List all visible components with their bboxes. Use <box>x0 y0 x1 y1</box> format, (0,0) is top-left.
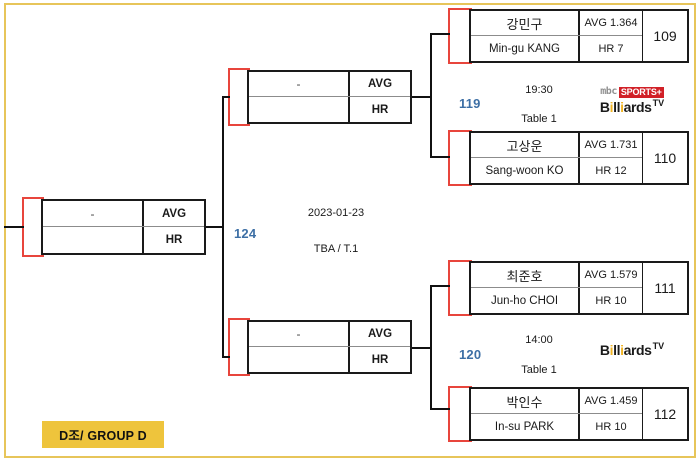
connector-final-out <box>206 226 224 228</box>
group-label-badge: D조/ GROUP D <box>42 421 164 448</box>
player-card-111: 최준호 AVG 1.579 Jun-ho CHOI HR 10 <box>469 261 644 315</box>
seed-box-111: 111 <box>643 261 689 315</box>
sf-119-winner-name-en <box>249 97 350 122</box>
sf-120-winner-name-en <box>249 347 350 372</box>
sf-120-time: 14:00 <box>525 334 553 346</box>
connector-final-spine-top <box>222 96 230 98</box>
player-110-hr: HR 12 <box>595 164 627 177</box>
player-111-avg: AVG 1.579 <box>584 269 638 281</box>
player-111-row-bottom: Jun-ho CHOI HR 10 <box>471 288 642 313</box>
connector-sf119-out <box>412 96 432 98</box>
connector-109-in <box>430 33 450 35</box>
connector-final-spine-bottom <box>222 356 230 358</box>
sf-120-winner-avg-label: AVG <box>367 328 393 340</box>
seed-box-110: 110 <box>643 131 689 185</box>
final-slot-name-en <box>43 227 144 253</box>
final-slot-avg-label: AVG <box>161 207 187 220</box>
sf-119-winner-hr-label: HR <box>371 103 389 116</box>
final-slot-card: - AVG HR <box>41 199 206 255</box>
sf-119-time: 19:30 <box>525 84 553 96</box>
player-112-row-bottom: In-su PARK HR 10 <box>471 414 642 439</box>
mbc-wordmark: mbc <box>600 86 617 97</box>
final-slot-hr-label: HR <box>165 234 183 246</box>
billiards-tv-line: Billiards TV <box>576 98 688 115</box>
sports-plus-badge: SPORTS+ <box>618 86 664 98</box>
mbc-sports-line: mbc SPORTS+ <box>576 86 688 98</box>
connector-final-spine <box>222 96 224 358</box>
player-111-name-en: Jun-ho CHOI <box>471 288 580 313</box>
player-112-name-en: In-su PARK <box>471 414 580 439</box>
tv-superscript-2: TV <box>652 341 665 351</box>
player-111-hr: HR 10 <box>595 294 627 307</box>
sf-119-winner-avg-label: AVG <box>367 78 393 90</box>
match-number-124: 124 <box>234 226 257 241</box>
player-109-hr: HR 7 <box>598 42 624 55</box>
player-111-row-top: 최준호 AVG 1.579 <box>471 263 642 288</box>
sf-120-winner-name-kr: - <box>249 322 350 346</box>
final-slot-row-bottom: HR <box>43 227 204 253</box>
player-110-name-en: Sang-woon KO <box>471 158 580 183</box>
final-slot-row-top: - AVG <box>43 201 204 227</box>
player-110-row-top: 고상운 AVG 1.731 <box>471 133 642 158</box>
player-112-hr: HR 10 <box>595 420 627 433</box>
match-number-119: 119 <box>459 96 481 111</box>
broadcaster-logo-billiards-tv: Billiards TV <box>576 341 688 358</box>
seed-box-112: 112 <box>643 387 689 441</box>
tv-superscript: TV <box>652 98 665 108</box>
sf-120-table: Table 1 <box>521 364 557 376</box>
sf-119-winner-card: - AVG HR <box>247 70 412 124</box>
connector-final-in <box>4 226 24 228</box>
player-card-112: 박인수 AVG 1.459 In-su PARK HR 10 <box>469 387 644 441</box>
player-110-name-kr: 고상운 <box>471 133 580 157</box>
player-card-110: 고상운 AVG 1.731 Sang-woon KO HR 12 <box>469 131 644 185</box>
connector-sf120-spine <box>430 285 432 410</box>
sf-120-winner-card: - AVG HR <box>247 320 412 374</box>
connector-112-in <box>430 408 450 410</box>
match-number-120: 120 <box>459 347 482 362</box>
player-109-avg: AVG 1.364 <box>584 17 638 29</box>
player-109-row-top: 강민구 AVG 1.364 <box>471 11 642 36</box>
sf-119-winner-name-kr: - <box>249 72 350 96</box>
connector-111-in <box>430 285 450 287</box>
connector-sf120-out <box>412 347 432 349</box>
sf-119-winner-row-bottom: HR <box>249 97 410 122</box>
final-slot-name-kr: - <box>43 201 144 226</box>
player-112-row-top: 박인수 AVG 1.459 <box>471 389 642 414</box>
billiards-wordmark-2: Billiards <box>599 342 652 358</box>
sf-120-winner-row-bottom: HR <box>249 347 410 372</box>
player-110-row-bottom: Sang-woon KO HR 12 <box>471 158 642 183</box>
player-111-name-kr: 최준호 <box>471 263 580 287</box>
sf-119-winner-row-top: - AVG <box>249 72 410 97</box>
sf-120-winner-row-top: - AVG <box>249 322 410 347</box>
player-109-name-en: Min-gu KANG <box>471 36 580 61</box>
player-109-row-bottom: Min-gu KANG HR 7 <box>471 36 642 61</box>
player-112-name-kr: 박인수 <box>471 389 580 413</box>
billiards-tv-line-2: Billiards TV <box>576 341 688 358</box>
player-109-name-kr: 강민구 <box>471 11 580 35</box>
seed-box-109: 109 <box>643 9 689 63</box>
player-110-avg: AVG 1.731 <box>584 139 638 151</box>
connector-110-in <box>430 156 450 158</box>
final-date: 2023-01-23 <box>307 207 365 219</box>
sf-120-winner-hr-label: HR <box>371 353 389 366</box>
broadcaster-logo-mbc-billiards-tv: mbc SPORTS+ Billiards TV <box>576 86 688 115</box>
sf-119-table: Table 1 <box>521 113 557 125</box>
player-112-avg: AVG 1.459 <box>584 395 638 407</box>
billiards-wordmark: Billiards <box>599 99 652 115</box>
connector-sf119-spine <box>430 33 432 158</box>
player-card-109: 강민구 AVG 1.364 Min-gu KANG HR 7 <box>469 9 644 63</box>
final-venue: TBA / T.1 <box>313 243 359 255</box>
